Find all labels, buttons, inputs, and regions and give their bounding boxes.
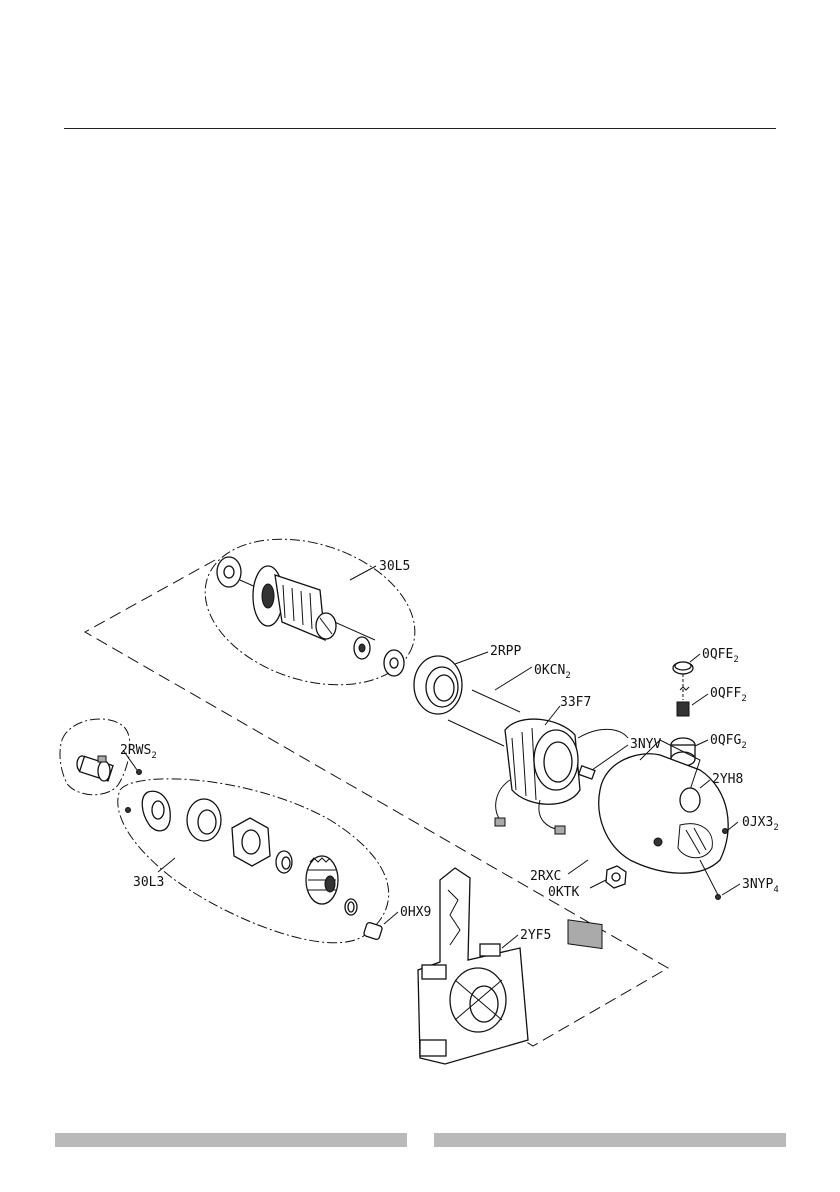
label-2RWS: 2RWS2 xyxy=(120,743,157,761)
label-30L5: 30L5 xyxy=(379,559,410,574)
label-0QFG: 0QFG2 xyxy=(710,733,747,751)
label-2YF5: 2YF5 xyxy=(520,928,551,943)
gasket-plate-part xyxy=(142,791,170,831)
motor-housing-part xyxy=(599,740,728,873)
bushing-part xyxy=(363,922,383,940)
assembly-dashed-outline xyxy=(85,560,668,1046)
armature-part xyxy=(217,557,404,676)
label-3NYV: 3NYV xyxy=(630,737,661,752)
bearing-housing-ring-part xyxy=(414,656,462,714)
snap-ring-part xyxy=(345,899,357,915)
housing-screw-part xyxy=(723,829,728,834)
label-2YH8: 2YH8 xyxy=(712,772,743,787)
lower-screw-part xyxy=(126,808,131,813)
label-2RPP: 2RPP xyxy=(490,644,521,659)
label-0KTK: 0KTK xyxy=(548,885,579,900)
bearing-retainer-part xyxy=(232,818,270,866)
brush-assembly-part xyxy=(671,662,695,766)
gear-housing-part xyxy=(418,868,528,1064)
label-2RXC: 2RXC xyxy=(530,869,561,884)
label-plate-part xyxy=(568,920,602,949)
spindle-part xyxy=(77,756,113,781)
wire-clip-part xyxy=(579,766,595,779)
label-0QFE: 0QFE2 xyxy=(702,647,739,665)
gear-bearing-part xyxy=(187,799,221,841)
drive-gear-part xyxy=(306,856,338,904)
spindle-screw-part xyxy=(137,770,142,775)
needle-bearing-part xyxy=(276,851,292,873)
label-0QFF: 0QFF2 xyxy=(710,686,747,704)
label-3NYP: 3NYP4 xyxy=(742,877,779,895)
hex-nut-part xyxy=(606,866,626,888)
footer-bar-left xyxy=(55,1133,407,1147)
label-0JX3: 0JX32 xyxy=(742,815,779,833)
footer-bar-right xyxy=(434,1133,786,1147)
label-30L3: 30L3 xyxy=(133,875,164,890)
label-33F7: 33F7 xyxy=(560,695,591,710)
label-0HX9: 0HX9 xyxy=(400,905,431,920)
label-0KCN: 0KCN2 xyxy=(534,663,571,681)
